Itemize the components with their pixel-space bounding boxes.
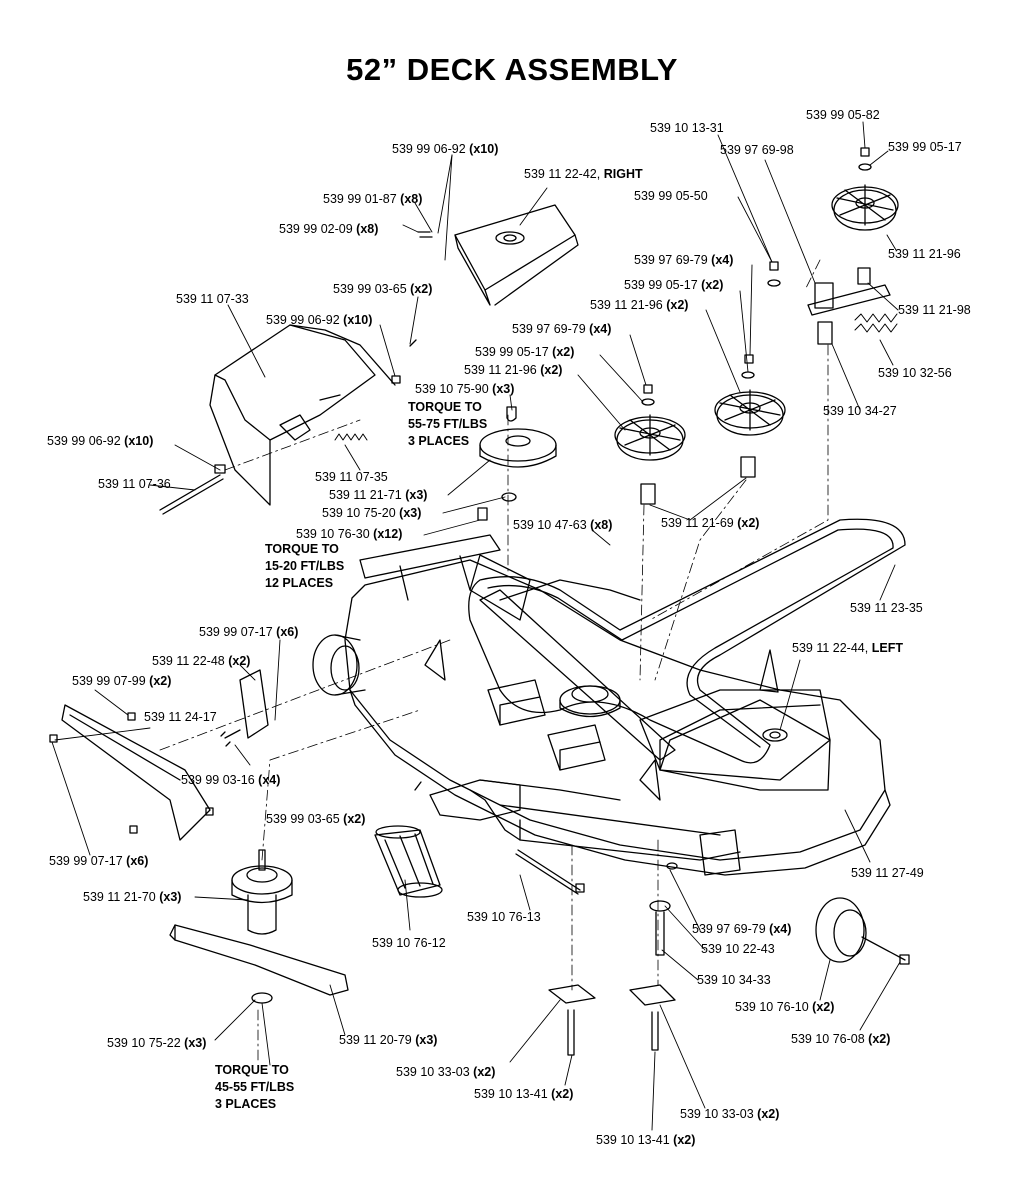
mower-blade — [169, 924, 349, 1004]
callout-label: 539 10 13-31 — [650, 121, 724, 135]
deck-center-pulley — [559, 685, 621, 718]
callout-label: 539 11 21-96 — [888, 247, 961, 261]
callout-label: 539 97 69-79 (x4) — [692, 922, 792, 936]
callout-label: 539 11 24-17 — [144, 710, 217, 724]
callout-label: 539 10 76-12 — [372, 936, 446, 950]
spindle-housing — [231, 849, 293, 935]
callout-label: 539 11 21-71 (x3) — [329, 488, 428, 502]
callout-label: 539 99 05-17 — [888, 140, 962, 154]
callout-label: 539 99 07-99 (x2) — [72, 674, 172, 688]
callout-label: 539 10 75-22 (x3) — [107, 1036, 207, 1050]
deck-cover-left — [659, 699, 831, 791]
drive-belt — [468, 518, 906, 764]
callout-label: 539 10 76-30 (x12) — [296, 527, 403, 541]
callout-label: 539 99 01-87 (x8) — [323, 192, 423, 206]
callout-label: 539 10 13-41 (x2) — [474, 1087, 574, 1101]
callout-label: 539 99 02-09 (x8) — [279, 222, 379, 236]
deck-bars — [359, 534, 676, 761]
callout-label: 539 10 76-13 — [467, 910, 541, 924]
callout-label: 539 99 07-17 (x6) — [49, 854, 149, 868]
callout-label: 539 99 06-92 (x10) — [266, 313, 373, 327]
callout-label: 539 11 27-49 — [851, 866, 924, 880]
callout-label: 539 99 05-17 (x2) — [475, 345, 575, 359]
anti-scalp-roller — [374, 825, 443, 898]
discharge-chute — [209, 324, 396, 506]
callout-label: 539 10 22-43 — [701, 942, 775, 956]
callout-label: 539 11 21-69 (x2) — [661, 516, 760, 530]
callout-label: 539 10 75-90 (x3) — [415, 382, 515, 396]
callout-label: 539 11 22-48 (x2) — [152, 654, 251, 668]
callout-label: 539 99 07-17 (x6) — [199, 625, 299, 639]
callout-label: 539 99 06-92 (x10) — [47, 434, 154, 448]
callout-label: 539 11 22-44, LEFT — [792, 641, 903, 655]
callout-label: 539 99 03-65 (x2) — [266, 812, 366, 826]
baffle-parts — [61, 669, 269, 841]
callout-label: 539 10 76-08 (x2) — [791, 1032, 891, 1046]
callout-label: 539 99 05-82 — [806, 108, 880, 122]
callout-label: 539 11 21-70 (x3) — [83, 890, 182, 904]
deck-housing — [344, 559, 891, 876]
callout-label: 539 10 33-03 (x2) — [396, 1065, 496, 1079]
assembly-centerlines — [159, 259, 829, 1061]
callout-label: 539 99 03-16 (x4) — [181, 773, 281, 787]
deck-mount-brackets — [424, 639, 779, 876]
callout-label: 539 10 47-63 (x8) — [513, 518, 613, 532]
callout-label: 539 97 69-79 (x4) — [512, 322, 612, 336]
callout-label: 539 11 23-35 — [850, 601, 923, 615]
small-hardware — [49, 231, 488, 834]
callout-label: 539 97 69-98 — [720, 143, 794, 157]
callout-label: 539 97 69-79 (x4) — [634, 253, 734, 267]
deck-hanger-hardware — [548, 862, 678, 1056]
callout-label: 539 11 21-96 (x2) — [464, 363, 563, 377]
callout-label: 539 11 21-98 — [898, 303, 971, 317]
callout-label: 539 11 07-36 — [98, 477, 171, 491]
pulley-group — [479, 147, 899, 505]
callout-label: 539 10 32-56 — [878, 366, 952, 380]
callout-label: 539 99 03-65 (x2) — [333, 282, 433, 296]
callout-label: 539 10 34-27 — [823, 404, 897, 418]
roller-axle-bolt — [515, 849, 585, 895]
callout-label: 539 10 33-03 (x2) — [680, 1107, 780, 1121]
page-title: 52” DECK ASSEMBLY — [346, 52, 678, 87]
callout-label: 539 11 21-96 (x2) — [590, 298, 689, 312]
callout-label: 539 10 13-41 (x2) — [596, 1133, 696, 1147]
callout-label: 539 99 06-92 (x10) — [392, 142, 499, 156]
chute-rod — [159, 464, 226, 515]
callout-label: 539 10 76-10 (x2) — [735, 1000, 835, 1014]
gauge-wheel — [815, 897, 910, 965]
chute-spring — [334, 433, 368, 441]
callout-label: 539 99 05-50 — [634, 189, 708, 203]
callout-label: 539 10 34-33 — [697, 973, 771, 987]
callout-label: 539 11 07-35 — [315, 470, 388, 484]
callout-label: 539 10 75-20 (x3) — [322, 506, 422, 520]
callout-label: 539 11 07-33 — [176, 292, 249, 306]
leader-lines — [51, 121, 901, 1131]
deck-gauge-wheel — [312, 634, 366, 696]
cover-right-part — [454, 204, 579, 306]
callout-label: 539 99 05-17 (x2) — [624, 278, 724, 292]
callout-label: 539 11 22-42, RIGHT — [524, 167, 643, 181]
callout-label: 539 11 20-79 (x3) — [339, 1033, 438, 1047]
idler-arm — [767, 261, 898, 345]
